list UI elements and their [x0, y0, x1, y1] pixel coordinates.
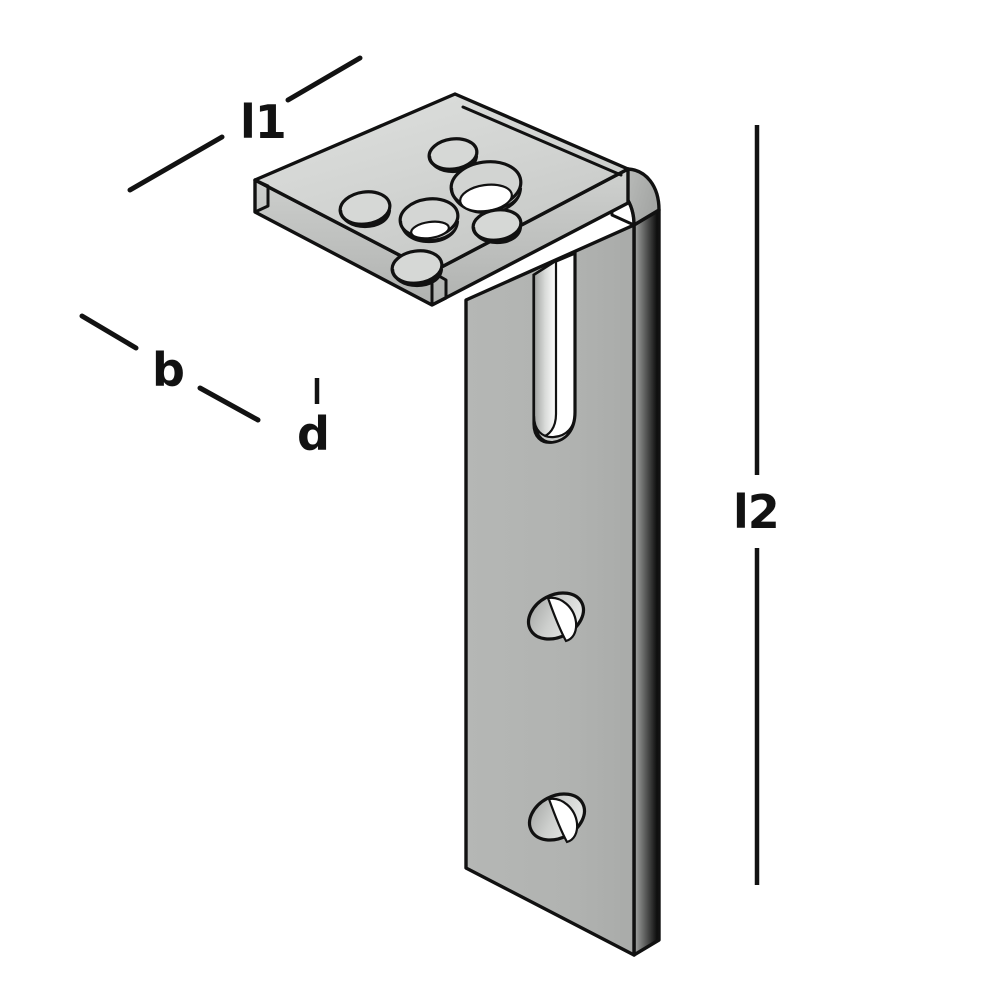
hole-right-small-inner	[472, 226, 523, 245]
bracket-part	[253, 92, 661, 957]
dimension-b: b	[79, 313, 261, 423]
top-plate	[253, 92, 630, 307]
dimension-d: d	[297, 378, 330, 461]
hole-lower	[527, 792, 587, 844]
dimension-l1-label: l1	[240, 95, 286, 149]
top-plate-scribe-line	[461, 105, 623, 177]
dimension-l2: l2	[733, 125, 780, 885]
vertical-arm	[464, 208, 661, 957]
top-plate-bottom-corner	[430, 270, 448, 307]
top-plate-holes	[338, 137, 523, 288]
slot-upper	[532, 250, 577, 444]
dimension-l1-line-a	[127, 134, 225, 193]
hole-middle	[526, 591, 586, 643]
top-plate-left-tip	[253, 178, 270, 214]
dimension-b-label: b	[152, 343, 184, 397]
hole-left-small	[338, 190, 392, 229]
hole-bottom-small	[390, 249, 444, 288]
dimension-annotations: l1 b d l2	[79, 55, 780, 885]
slot-upper-inner-wall	[532, 258, 558, 439]
hole-left-small-inner	[339, 209, 392, 229]
hole-center-medium	[398, 197, 460, 244]
hole-right-small	[471, 208, 523, 245]
hole-center-through	[410, 220, 450, 240]
hole-lower-through	[547, 797, 579, 844]
dimension-l1: l1	[127, 55, 363, 193]
dimension-d-label: d	[297, 407, 329, 461]
dimension-l2-label: l2	[733, 485, 779, 539]
top-plate-top-face	[253, 92, 630, 274]
dimension-b-line-b	[197, 385, 261, 423]
hole-bottom-small-inner	[391, 268, 444, 288]
hole-middle-through	[546, 596, 578, 643]
dimension-l1-line-b	[285, 55, 363, 103]
vertical-arm-side-face	[632, 208, 661, 957]
slot-upper-bottom-shade	[532, 411, 577, 444]
hole-large-counterbore	[449, 160, 523, 215]
dimension-b-line-a	[79, 313, 139, 351]
